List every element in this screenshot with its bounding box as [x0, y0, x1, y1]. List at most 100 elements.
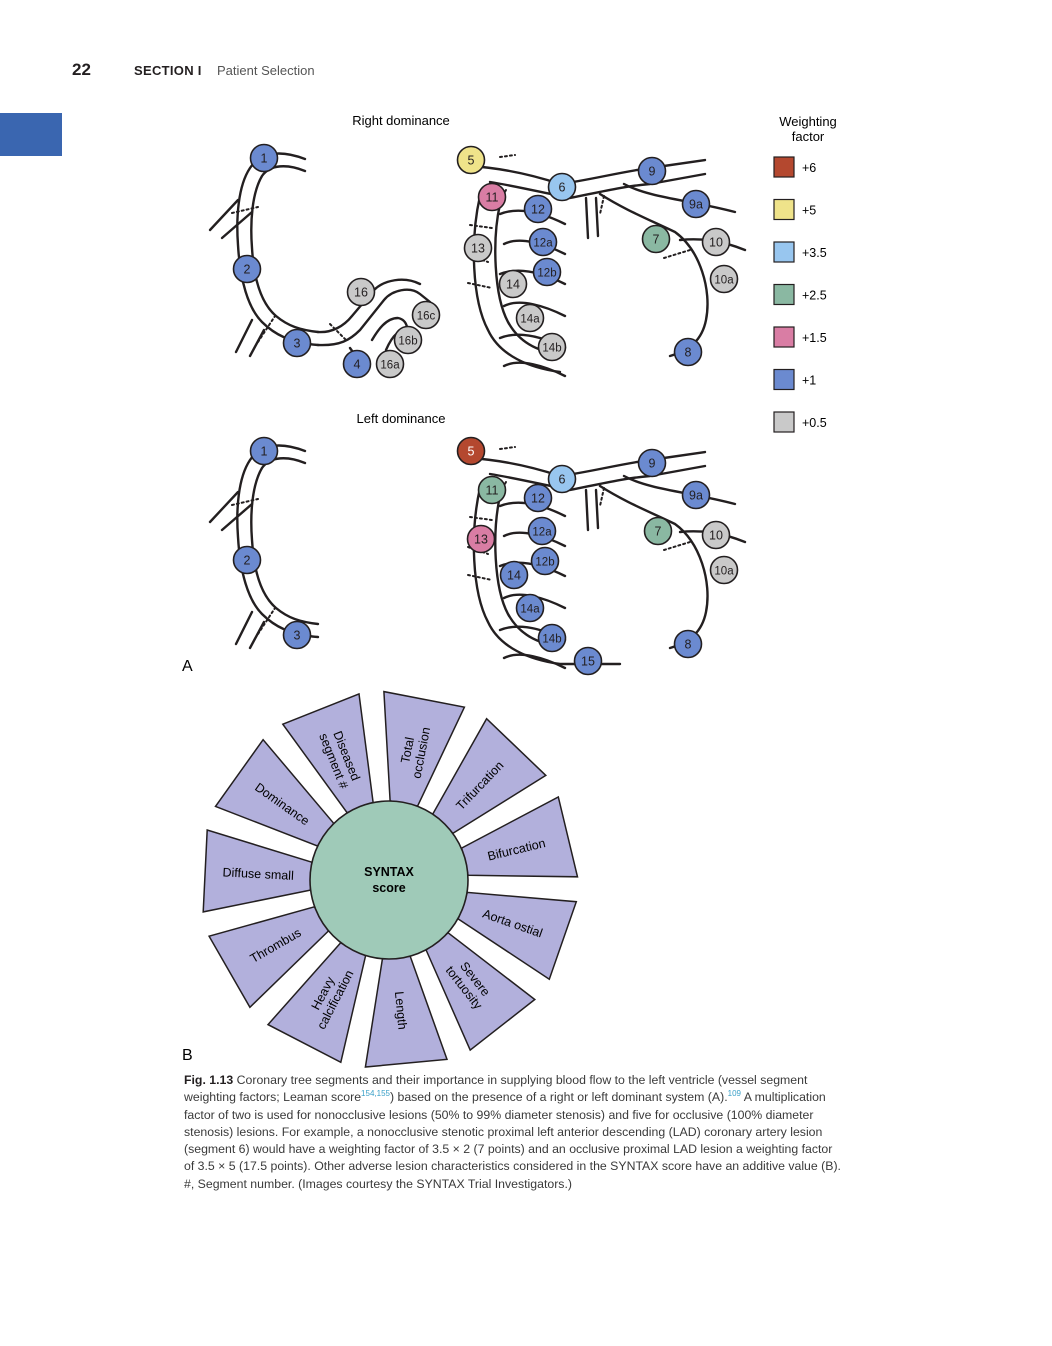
right-dominance-segment-2-label: 2 [244, 263, 251, 277]
right-dominance-segment-14b-label: 14b [542, 343, 561, 355]
panel-a-label: A [182, 658, 193, 675]
lad-dotted-boundaries [599, 487, 691, 551]
left-dominance-segment-10a-label: 10a [714, 566, 734, 578]
lad-distal [598, 484, 709, 650]
section-title: Patient Selection [217, 63, 315, 78]
left-dominance-segment-13-node [466, 524, 496, 554]
section-label: SECTION I [134, 63, 202, 78]
right-dominance-segments: 12341616a16b16c56111212a12b131414a14b99a… [232, 143, 739, 379]
right-dominance-segment-16b-node [393, 325, 423, 355]
left-dominance-segment-14a-node [515, 593, 545, 623]
right-dominance-segment-14a-label: 14a [520, 314, 540, 326]
left-dominance-segment-9-label: 9 [649, 457, 656, 471]
left-dominance-segment-13-label: 13 [474, 533, 488, 547]
right-dominance-title: Right dominance [352, 113, 450, 128]
right-dominance-segment-4-node [342, 349, 372, 379]
left-dominance-segment-11-label: 11 [486, 484, 499, 498]
right-dominance-segment-8-label: 8 [685, 346, 692, 360]
right-dominance-segment-16a-label: 16a [380, 360, 400, 372]
right-dominance-segment-9-label: 9 [649, 165, 656, 179]
rca-acute-marginal [208, 198, 254, 240]
page-number: 22 [72, 60, 91, 79]
left-dominance-segment-14-label: 14 [507, 569, 521, 583]
panel-b-label: B [182, 1047, 193, 1064]
left-dominance-segment-1-label: 1 [261, 445, 268, 459]
diagonal-vessel [622, 474, 737, 506]
left-dominance-segment-12b-node [530, 546, 560, 576]
left-dominance-segment-6-label: 6 [559, 473, 566, 487]
caption-text-1: Coronary tree segments and their importa… [184, 1073, 808, 1105]
syntax-center-line-1: SYNTAX [364, 865, 414, 879]
caption-ref-2: 109 [727, 1089, 741, 1099]
left-dominance-segment-12-label: 12 [531, 492, 545, 506]
right-dominance-segment-12-label: 12 [531, 203, 545, 217]
syntax-petal-label-length: Length [392, 991, 410, 1030]
right-dominance-segment-11-label: 11 [486, 191, 499, 205]
right-dominance-segment-7-node [641, 224, 671, 254]
lad-dotted-boundaries [599, 195, 691, 259]
legend-label-2-5: +2.5 [802, 289, 827, 303]
weighting-legend: +6+5+3.5+2.5+1.5+1+0.5 [773, 156, 827, 433]
coronary-vessel-outlines [208, 152, 747, 670]
right-dominance-segment-3-node [282, 328, 312, 358]
right-dominance-segment-9-node [637, 156, 667, 186]
left-dominance-segment-14b-node [537, 623, 567, 653]
panel-b-syntax-wheel: B TotalocclusionTrifurcationBifurcationA… [182, 690, 579, 1068]
left-dominance-segment-11-node [477, 475, 507, 505]
left-dominance-segment-14a-label: 14a [520, 604, 540, 616]
right-dominance-segment-5-label: 5 [468, 154, 475, 168]
right-dominance-segment-16c-node [411, 300, 441, 330]
right-dominance-segment-14a-node [515, 303, 545, 333]
legend-label-5: +5 [802, 204, 816, 218]
left-dominance-segment-15-label: 15 [581, 655, 595, 669]
rca-branch [234, 610, 266, 650]
left-dominance-segment-12-node [523, 483, 553, 513]
right-dominance-segment-10-label: 10 [709, 236, 723, 250]
figure-1-13: Right dominance Left dominance Weighting… [182, 113, 837, 1068]
left-dominance-segment-15-node [573, 646, 603, 676]
legend-swatch-1 [773, 368, 795, 391]
right-dominance-segment-2-node [232, 254, 262, 284]
legend-title-line-1: Weighting [779, 114, 837, 129]
legend-label-6: +6 [802, 161, 816, 175]
rca-dotted-boundary [257, 315, 276, 343]
obtuse-marginal-6 [502, 653, 567, 670]
left-dominance-segment-2-node [232, 545, 262, 575]
lad-distal [598, 192, 709, 358]
caption-ref-1: 154,155 [361, 1089, 390, 1099]
right-dominance-segment-13-label: 13 [471, 242, 485, 256]
right-dominance-segment-7-label: 7 [653, 233, 660, 247]
right-dominance-segment-16b-label: 16b [398, 336, 417, 348]
caption-text-3: A multiplication factor of two is used f… [184, 1090, 841, 1191]
legend-label-1: +1 [802, 374, 816, 388]
left-dominance-segment-5-node [456, 436, 486, 466]
left-main-dotted-boundary [499, 446, 516, 450]
left-dominance-segment-12b-label: 12b [535, 557, 554, 569]
septal-branch [584, 488, 600, 532]
left-dominance-segment-12a-node [527, 516, 557, 546]
section-side-tab [0, 113, 62, 156]
left-dominance-segment-2-label: 2 [244, 554, 251, 568]
right-dominance-segment-11-node [477, 182, 507, 212]
right-dominance-segment-9a-node [681, 189, 711, 219]
left-dominance-segment-5-label: 5 [468, 445, 475, 459]
septal-branch [584, 196, 600, 240]
left-dominance-segment-9a-label: 9a [689, 489, 703, 503]
caption-text-2: ) based on the presence of a right or le… [389, 1090, 728, 1105]
left-dominance-segment-8-label: 8 [685, 638, 692, 652]
left-dominance-segment-14-node [499, 560, 529, 590]
syntax-petal-label-diffuse-small: Diffuse small [222, 865, 294, 882]
left-dominance-segment-10-label: 10 [709, 529, 723, 543]
right-dominance-segment-8-node [673, 337, 703, 367]
legend-swatch-2-5 [773, 283, 795, 306]
rca-dotted-boundary [257, 607, 276, 635]
right-dominance-segment-12a-label: 12a [533, 238, 553, 250]
right-dominance-segment-1-label: 1 [261, 152, 268, 166]
right-dominance-segment-16c-label: 16c [417, 311, 436, 323]
legend-label-1-5: +1.5 [802, 331, 827, 345]
left-dominance-segment-8-node [673, 629, 703, 659]
legend-label-0-5: +0.5 [802, 416, 827, 430]
legend-swatch-1-5 [773, 326, 795, 348]
panel-a: Right dominance Left dominance Weighting… [182, 113, 837, 676]
right-dominance-segment-1-node [249, 143, 279, 173]
